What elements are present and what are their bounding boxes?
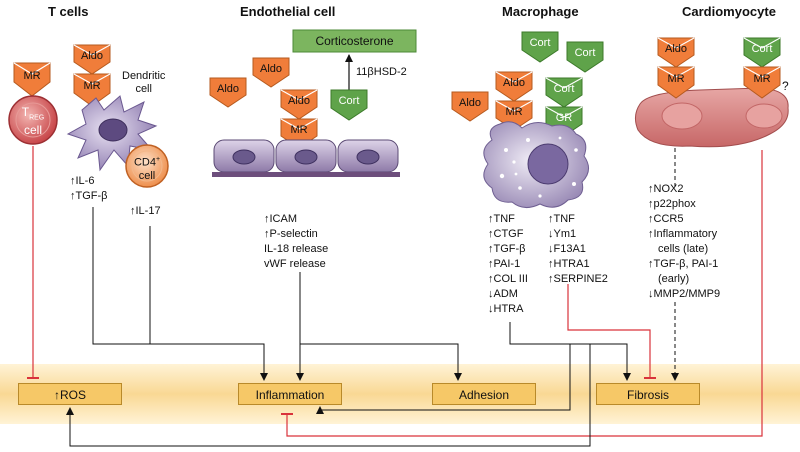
- cd4-label-main: CD4: [133, 156, 156, 169]
- dendritic-effects: ↑IL-6 ↑TGF-β: [70, 174, 108, 204]
- outcome-ros: ↑ROS: [18, 383, 122, 405]
- effect-item: ↑IL-17: [130, 205, 161, 217]
- effect-item: ↑Inflammatory: [648, 228, 718, 240]
- cort-label-cardio: Cort: [751, 43, 773, 55]
- effect-item: ↑TGF-β, PAI-1: [648, 258, 719, 270]
- cort-mac-2: [566, 41, 604, 73]
- mr-receptor-cardio-2: [743, 66, 781, 99]
- aldo-label-endo-2: Aldo: [259, 63, 283, 75]
- aldo-cardio: [657, 37, 695, 68]
- effect-item: ↑SERPINE2: [548, 273, 608, 285]
- unknown-receptor-mark: ?: [782, 79, 789, 93]
- mr-receptor-dendritic: [73, 73, 111, 107]
- cd4-label-line2: cell: [138, 169, 156, 182]
- cort-label-mac-2: Cort: [574, 47, 596, 59]
- effect-item: ↑p22phox: [648, 198, 696, 210]
- header-cardiomyocyte: Cardiomyocyte: [682, 4, 776, 19]
- mr-label-cardio-2: MR: [753, 73, 771, 85]
- mr-receptor-treg: [13, 62, 51, 97]
- cd4-effects: ↑IL-17: [130, 204, 161, 219]
- treg-label: TREG cell: [18, 106, 48, 137]
- cd4-label: CD4+ cell: [132, 153, 162, 183]
- endothelial-effects: ↑ICAM ↑P-selectin IL-18 release vWF rele…: [264, 212, 328, 272]
- effect-item: ↑NOX2: [648, 183, 684, 195]
- aldo-dendritic: [73, 44, 111, 75]
- effect-item: ↑TGF-β: [70, 190, 108, 202]
- outcome-inflammation: Inflammation: [238, 383, 342, 405]
- cardiomyocyte-effects: ↑NOX2 ↑p22phox ↑CCR5 ↑Inflammatory cells…: [648, 182, 720, 302]
- effect-item: ↑TGF-β: [488, 243, 526, 255]
- corticosterone-box: [292, 29, 417, 53]
- effect-item: cells (late): [658, 243, 709, 255]
- effect-item: vWF release: [264, 258, 326, 270]
- mr-label-mac: MR: [505, 106, 523, 118]
- effect-item: ↓MMP2/MMP9: [648, 288, 721, 300]
- effect-item: (early): [658, 273, 690, 285]
- mr-label-dendritic: MR: [83, 80, 101, 92]
- gr-label-mac: GR: [555, 112, 573, 124]
- effect-item: ↑PAI-1: [488, 258, 521, 270]
- mr-label-cardio-1: MR: [667, 73, 685, 85]
- cort-endo: [330, 89, 368, 121]
- mr-label-endo: MR: [290, 124, 308, 136]
- effect-item: ↑COL III: [488, 273, 528, 285]
- header-tcells: T cells: [48, 4, 89, 19]
- cort-label-mac-1: Cort: [529, 37, 551, 49]
- basement-membrane: [212, 172, 400, 177]
- cort-mac-1: [521, 31, 559, 63]
- aldo-endo-2: [252, 57, 290, 88]
- aldo-label-mac: Aldo: [502, 77, 526, 89]
- aldo-label-cardio: Aldo: [664, 43, 688, 55]
- macrophage-mr-effects: ↑TNF ↑CTGF ↑TGF-β ↑PAI-1 ↑COL III ↓ADM ↓…: [488, 212, 528, 317]
- effect-item: ↑IL-6: [70, 175, 95, 187]
- cort-label-endo: Cort: [338, 95, 360, 107]
- header-endothelial: Endothelial cell: [240, 4, 336, 19]
- effect-item: ↑TNF: [488, 213, 515, 225]
- effect-item: ↓HTRA: [488, 303, 524, 315]
- effect-item: ↓Ym1: [548, 228, 577, 240]
- aldo-mac: [495, 71, 533, 102]
- effect-item: ↑CCR5: [648, 213, 684, 225]
- aldo-label-endo-1: Aldo: [216, 83, 240, 95]
- mr-receptor-cardio-1: [657, 66, 695, 99]
- effect-item: ↓F13A1: [548, 243, 586, 255]
- dendritic-label: Dendritic cell: [122, 70, 165, 96]
- cort-label-mac-3: Cort: [553, 83, 575, 95]
- aldo-label-endo-3: Aldo: [287, 95, 311, 107]
- treg-label-line2: cell: [23, 123, 42, 138]
- effect-item: ↑ICAM: [264, 213, 297, 225]
- aldo-endo-1: [209, 77, 247, 108]
- cort-mac-3: [545, 77, 583, 108]
- dendritic-label-line2: cell: [135, 83, 152, 95]
- outcome-adhesion: Adhesion: [432, 383, 536, 405]
- effect-item: ↑TNF: [548, 213, 575, 225]
- outcome-fibrosis: Fibrosis: [596, 383, 700, 405]
- dendritic-label-line1: Dendritic: [122, 70, 166, 82]
- effect-item: IL-18 release: [264, 243, 329, 255]
- aldo-endo-3: [280, 89, 318, 120]
- treg-label-main: T: [21, 105, 30, 119]
- effect-item: ↑P-selectin: [264, 228, 318, 240]
- effect-item: ↑HTRA1: [548, 258, 590, 270]
- effect-item: ↓ADM: [488, 288, 518, 300]
- treg-label-sub: REG: [29, 114, 45, 122]
- header-macrophage: Macrophage: [502, 4, 579, 19]
- corticosterone-label: Corticosterone: [315, 34, 394, 48]
- effect-item: ↑CTGF: [488, 228, 524, 240]
- macrophage-gr-effects: ↑TNF ↓Ym1 ↓F13A1 ↑HTRA1 ↑SERPINE2: [548, 212, 608, 287]
- aldo-mac-free: [451, 91, 489, 122]
- aldo-label-dendritic: Aldo: [80, 50, 104, 62]
- cort-cardio: [743, 37, 781, 68]
- cd4-label-sup: +: [155, 156, 161, 163]
- mr-label-treg: MR: [23, 70, 41, 82]
- enzyme-label: 11βHSD-2: [356, 66, 407, 78]
- cardiomyocyte-cell: [634, 87, 789, 148]
- aldo-label-mac-free: Aldo: [458, 97, 482, 109]
